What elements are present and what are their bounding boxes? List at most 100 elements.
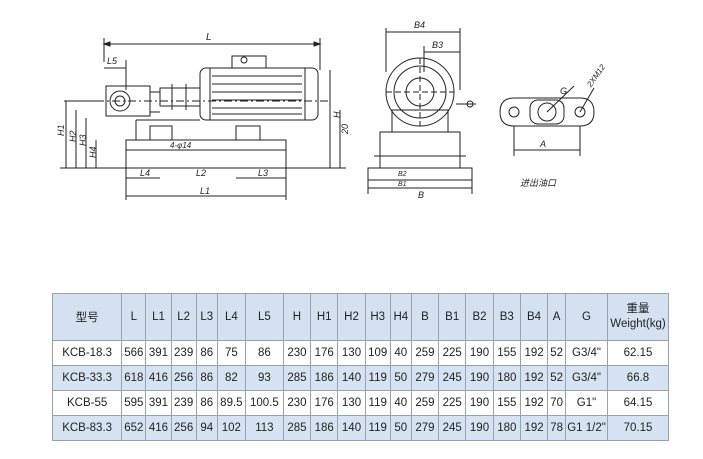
table-cell: G1 1/2"	[565, 415, 608, 441]
table-cell: 70	[547, 390, 567, 416]
table-cell: 100.5	[245, 390, 284, 416]
table-cell: 113	[245, 415, 284, 441]
col-header: B1	[438, 293, 467, 341]
table-cell: 75	[216, 340, 247, 366]
table-cell: 279	[410, 365, 440, 391]
table-cell: 119	[364, 390, 391, 416]
table-cell: 192	[519, 415, 549, 441]
col-header: H2	[337, 293, 366, 341]
table-cell: 652	[121, 415, 147, 441]
port-bolt-spec: 2XM12	[585, 62, 608, 89]
pump-technical-drawing: L L5 H1 H2 H3 H4 H 20 4-φ14 L4 L2 L3 L1 …	[56, 20, 608, 200]
port-A: A	[539, 139, 546, 149]
table-cell: 86	[195, 340, 218, 366]
dim-H1: H1	[56, 124, 66, 136]
col-header: A	[547, 293, 567, 341]
col-header: B	[410, 293, 440, 341]
table-cell: 62.15	[607, 340, 669, 366]
table-cell: 285	[282, 365, 312, 391]
table-cell: 119	[364, 365, 391, 391]
table-cell: 192	[519, 365, 549, 391]
table-cell: 109	[364, 340, 391, 366]
table-cell: KCB-55	[51, 390, 123, 416]
table-cell: 618	[121, 365, 147, 391]
table-cell: 186	[310, 415, 339, 441]
col-header: L1	[145, 293, 172, 341]
dim-B1: B1	[398, 181, 407, 188]
table-cell: 230	[282, 340, 312, 366]
dim-L4: L4	[140, 168, 150, 178]
dim-B4: B4	[414, 20, 425, 30]
table-cell: 52	[547, 365, 567, 391]
col-header: B2	[465, 293, 494, 341]
table-cell: 86	[195, 390, 218, 416]
spec-table: 型号 L L1 L2 L3 L4 L5 H H1 H2 H3 H4 B B1 B…	[51, 293, 669, 441]
dim-L: L	[206, 32, 212, 43]
table-cell: 239	[170, 340, 197, 366]
dim-H4: H4	[88, 146, 98, 158]
table-cell: 50	[389, 415, 412, 441]
col-header: H3	[364, 293, 391, 341]
table-cell: 94	[195, 415, 218, 441]
port-caption: 进出油口	[520, 178, 557, 188]
dim-20: 20	[340, 124, 350, 135]
col-header: G	[565, 293, 608, 341]
col-header: H1	[310, 293, 339, 341]
dim-H: H	[332, 111, 342, 118]
weight-label: 重量	[626, 303, 650, 315]
table-cell: 86	[245, 340, 284, 366]
table-cell: 391	[145, 340, 172, 366]
col-header: L4	[216, 293, 247, 341]
table-cell: 66.8	[607, 365, 669, 391]
table-cell: 155	[492, 390, 521, 416]
table-cell: 180	[492, 365, 521, 391]
table-cell: 416	[145, 365, 172, 391]
table-cell: 245	[438, 415, 467, 441]
table-cell: G3/4"	[565, 340, 608, 366]
table-cell: 40	[389, 390, 412, 416]
table-cell: 140	[337, 365, 366, 391]
table-cell: 176	[310, 340, 339, 366]
table-cell: 190	[465, 340, 494, 366]
table-cell: 245	[438, 365, 467, 391]
table-cell: 130	[337, 390, 366, 416]
table-cell: 259	[410, 390, 440, 416]
table-cell: 279	[410, 415, 440, 441]
col-header: 型号	[51, 293, 123, 341]
table-cell: 119	[364, 415, 391, 441]
col-header: L5	[245, 293, 284, 341]
table-cell: 225	[438, 340, 467, 366]
table-cell: 239	[170, 390, 197, 416]
table-cell: 70.15	[607, 415, 669, 441]
table-cell: 180	[492, 415, 521, 441]
table-cell: G3/4"	[565, 365, 608, 391]
port-G: G	[560, 86, 567, 96]
dim-H3: H3	[78, 134, 88, 146]
table-cell: 190	[465, 365, 494, 391]
col-header: B3	[492, 293, 521, 341]
table-cell: 64.15	[607, 390, 669, 416]
col-header: L	[121, 293, 147, 341]
table-cell: 259	[410, 340, 440, 366]
table-cell: 102	[216, 415, 247, 441]
table-cell: 186	[310, 365, 339, 391]
table-cell: KCB-83.3	[51, 415, 123, 441]
col-header: L3	[195, 293, 218, 341]
weight-unit: Weight(kg)	[610, 318, 666, 330]
col-header: B4	[519, 293, 549, 341]
dim-B: B	[418, 190, 424, 200]
table-cell: 176	[310, 390, 339, 416]
table-cell: G1"	[565, 390, 608, 416]
table-cell: 566	[121, 340, 147, 366]
table-header-row: 型号 L L1 L2 L3 L4 L5 H H1 H2 H3 H4 B B1 B…	[51, 293, 669, 341]
dim-L3: L3	[258, 168, 268, 178]
table-cell: 190	[465, 415, 494, 441]
table-cell: 82	[216, 365, 247, 391]
table-cell: 391	[145, 390, 172, 416]
table-cell: 78	[547, 415, 567, 441]
table-cell: KCB-18.3	[51, 340, 123, 366]
hole-spec: 4-φ14	[170, 141, 192, 150]
